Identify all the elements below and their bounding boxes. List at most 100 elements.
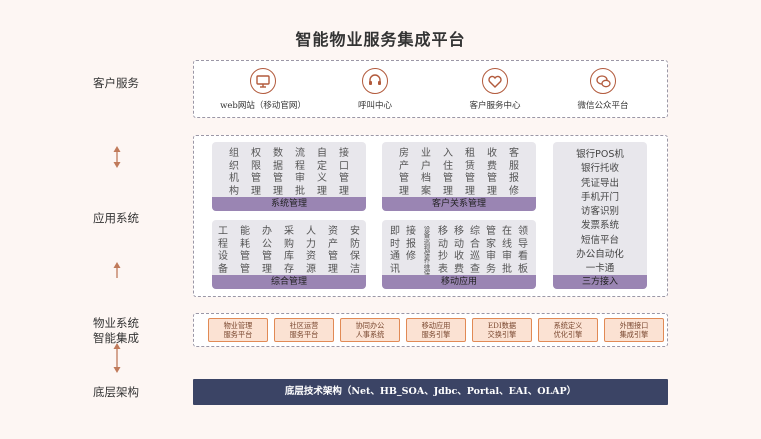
panel-column: 组织机构 <box>223 148 245 198</box>
panel-char: 管 <box>399 173 409 184</box>
panel-column: 入住管理 <box>437 148 459 198</box>
panel-char: 在 <box>502 226 512 237</box>
panel-char: 审 <box>502 251 512 262</box>
panel-char: 管 <box>273 173 283 184</box>
third-party-item: 银行托收 <box>580 163 619 175</box>
panel-column: 权限管理 <box>245 148 267 198</box>
engine-label: 系统定义 <box>553 320 583 330</box>
service-call-center: 呼叫中心 <box>315 68 435 111</box>
row-label-customer: 客户服务 <box>93 76 139 90</box>
panel-column: 在线审批 <box>499 226 515 276</box>
panel-char: 看 <box>518 251 528 262</box>
panel-char: 客 <box>509 148 519 159</box>
panel-char: 通 <box>390 251 400 262</box>
panel-column: 接报修 <box>403 226 419 276</box>
panel-title: 客户关系管理 <box>382 197 536 211</box>
panel-char: 业 <box>421 148 431 159</box>
panel-char: 养 <box>423 256 431 265</box>
row-label-integration-line1: 物业系统 <box>93 316 139 330</box>
panel-column: 业户档案 <box>415 148 437 198</box>
panel-char: 管 <box>339 173 349 184</box>
heart-icon <box>482 68 508 94</box>
double-arrow-icon <box>113 343 121 373</box>
panel-char: 巡 <box>470 251 480 262</box>
panel-column: 办公管理 <box>256 226 278 276</box>
monitor-icon <box>250 68 276 94</box>
panel-grid: 即时通讯接报修设备巡视保养维保移动抄表移动收费综合巡查管家审务在线审批领导看板 <box>382 226 536 277</box>
service-label: 微信公众平台 <box>577 101 629 111</box>
panel-char: 接 <box>406 226 416 237</box>
panel-title: 移动应用 <box>382 275 536 289</box>
third-party-item: 一卡通 <box>585 263 615 275</box>
panel-char: 程 <box>295 160 305 172</box>
panel-column: 移动收费 <box>451 226 467 276</box>
panel-column: 客服报修 <box>503 148 525 198</box>
panel-char: 耗 <box>240 238 250 250</box>
panel-char: 力 <box>306 238 316 250</box>
panel-char: 租 <box>465 148 475 159</box>
panel-char: 管 <box>328 251 338 262</box>
service-label: web网站（移动官网） <box>220 101 306 111</box>
panel-char: 理 <box>487 185 497 197</box>
engine-label: 服务引擎 <box>421 330 451 339</box>
service-label: 客户服务中心 <box>469 101 521 111</box>
base-architecture-bar: 底层技术架构（Net、HB_SOA、Jdbc、Portal、EAI、OLAP） <box>193 379 668 405</box>
panel-char: 报 <box>406 238 416 250</box>
panel-column: 收费管理 <box>481 148 503 198</box>
panel-char: 限 <box>251 160 261 172</box>
panel-char: 板 <box>518 263 528 275</box>
panel-char: 审 <box>486 251 496 262</box>
panel-grid: 组织机构权限管理数据管理流程审批自定义理接口管理 <box>212 148 366 198</box>
panel-char: 住 <box>443 160 453 172</box>
panel-char: 综 <box>470 226 480 237</box>
third-party-list: 银行POS机银行托收凭证导出手机开门访客识别发票系统短信平台办公自动化一卡通 <box>553 148 647 277</box>
engine-label: 物业管理 <box>223 320 253 330</box>
panel-column: 安防保洁 <box>344 226 366 276</box>
panel-char: 费 <box>454 263 464 275</box>
panel-char: 设 <box>218 251 228 262</box>
panel-char: 口 <box>339 160 349 172</box>
panel-char: 保 <box>350 251 360 262</box>
panel-char: 能 <box>240 226 250 237</box>
panel-char: 家 <box>486 238 496 250</box>
panel-char: 收 <box>454 251 464 262</box>
panel-char: 务 <box>486 263 496 275</box>
panel-char: 动 <box>438 238 448 250</box>
panel-char: 数 <box>273 148 283 159</box>
panel-char: 理 <box>328 263 338 275</box>
panel-char: 管 <box>486 226 496 237</box>
panel-char: 库 <box>284 251 294 262</box>
panel-customer-relation: 房产管理业户档案入住管理租赁管理收费管理客服报修 客户关系管理 <box>382 142 536 211</box>
integration-engine: 移动应用服务引擎 <box>406 318 466 342</box>
panel-column: 即时通讯 <box>387 226 403 276</box>
wechat-icon <box>590 68 616 94</box>
engine-label: 服务平台 <box>289 330 319 339</box>
service-web: web网站（移动官网） <box>203 68 323 111</box>
panel-char: 报 <box>509 173 519 184</box>
third-party-item: 银行POS机 <box>576 149 624 160</box>
panel-char: 人 <box>306 226 316 237</box>
panel-char: 办 <box>262 226 272 237</box>
panel-char: 公 <box>262 238 272 250</box>
row-label-base: 底层架构 <box>93 385 139 399</box>
panel-column: 租赁管理 <box>459 148 481 198</box>
panel-char: 入 <box>443 148 453 159</box>
panel-char: 理 <box>339 185 349 197</box>
third-party-item: 短信平台 <box>580 234 619 246</box>
panel-char: 管 <box>240 251 250 262</box>
panel-char: 合 <box>470 238 480 250</box>
panel-char: 洁 <box>350 263 360 275</box>
panel-column: 房产管理 <box>393 148 415 198</box>
third-party-item: 访客识别 <box>580 206 619 218</box>
panel-grid: 工程设备能耗管管办公管理采购库存人力资源资产管理安防保洁 <box>212 226 366 276</box>
integration-engine: 外围接口集成引擎 <box>604 318 664 342</box>
panel-char: 备 <box>218 263 228 275</box>
panel-char: 移 <box>454 226 464 237</box>
panel-char: 理 <box>251 185 261 197</box>
engine-label: EDI数据 <box>487 320 517 330</box>
integration-engine: 协同办公人事系统 <box>340 318 400 342</box>
panel-char: 讯 <box>390 263 400 275</box>
engine-label: 外围接口 <box>619 320 649 330</box>
engine-label: 交换引擎 <box>487 330 517 339</box>
panel-char: 导 <box>518 238 528 250</box>
